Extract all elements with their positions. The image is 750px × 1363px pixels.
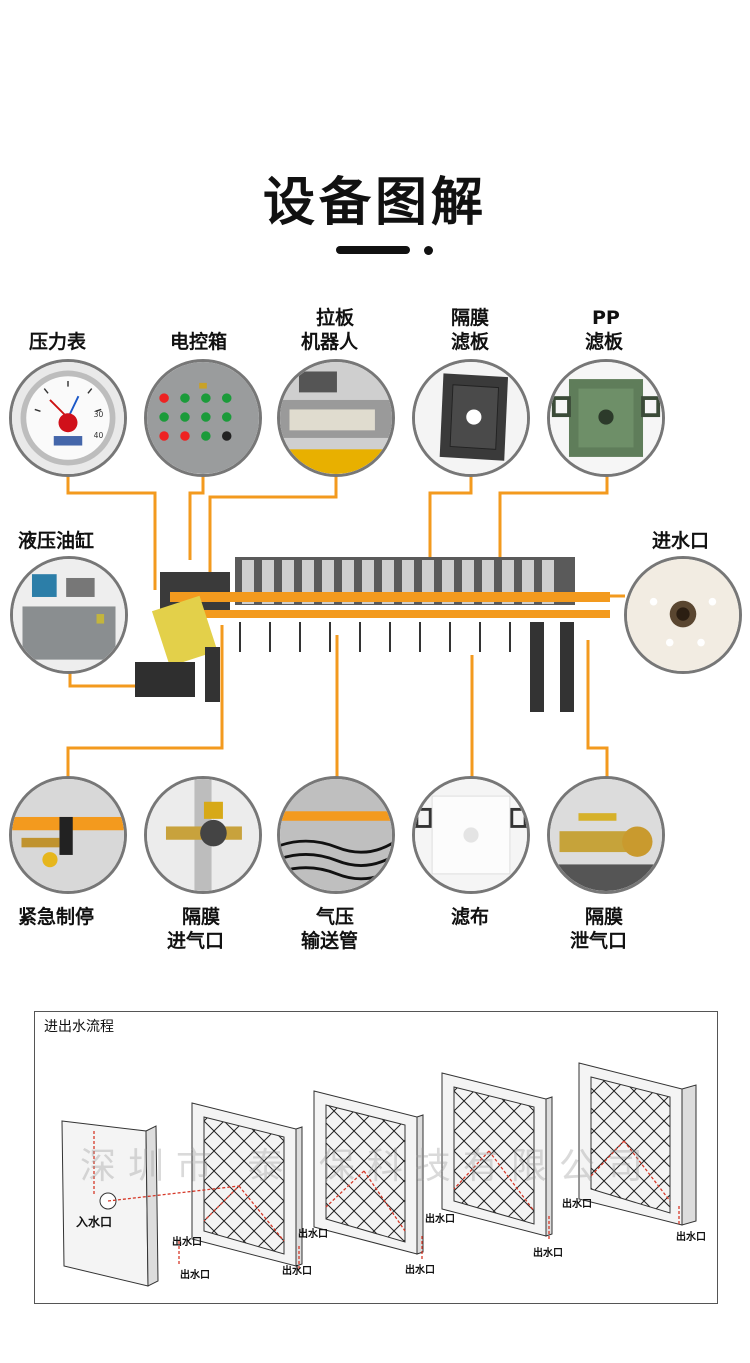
membrane-plate-photo <box>412 359 530 477</box>
label-air-pipe-line1: 气压 <box>316 906 355 928</box>
robot-photo <box>277 359 395 477</box>
label-air-pipe-line2: 输送管 <box>301 930 359 952</box>
leader-lines <box>66 474 625 778</box>
label-water-inlet: 进水口 <box>652 530 710 552</box>
flow-outlet-label-4: 出水口 <box>282 1266 312 1277</box>
label-robot-line1: 拉板 <box>316 307 355 329</box>
label-air-inlet-line2: 进气口 <box>167 930 225 952</box>
label-air-inlet-line1: 隔膜 <box>182 906 221 928</box>
flow-outlet-label-5: 出水口 <box>425 1214 455 1225</box>
label-filter-cloth: 滤布 <box>451 906 490 928</box>
label-hydraulic: 液压油缸 <box>18 530 95 552</box>
flow-outlet-label-7: 出水口 <box>562 1199 592 1210</box>
label-emergency-stop: 紧急制停 <box>18 906 95 928</box>
label-membrane-plate-line1: 隔膜 <box>451 307 490 329</box>
air-pipe-photo <box>277 776 395 894</box>
flow-diagram-title: 进出水流程 <box>44 1019 114 1035</box>
filter-cloth-photo <box>412 776 530 894</box>
membrane-air-outlet-photo <box>547 776 665 894</box>
svg-text:30: 30 <box>94 410 104 419</box>
emergency-stop-photo <box>9 776 127 894</box>
membrane-air-inlet-photo <box>144 776 262 894</box>
label-pp-plate-line2: 滤板 <box>585 331 624 353</box>
watermark: 深圳市 泰 保科技有限公司 <box>80 1146 655 1187</box>
flow-outlet-label-9: 出水口 <box>676 1232 706 1243</box>
label-membrane-plate-line2: 滤板 <box>451 331 490 353</box>
label-robot-line2: 机器人 <box>301 331 359 353</box>
flow-outlet-label-1: 出水口 <box>172 1237 202 1248</box>
label-control-box: 电控箱 <box>170 331 228 353</box>
control-box-photo <box>144 359 262 477</box>
hydraulic-photo <box>10 556 128 674</box>
filter-press-machine <box>135 557 610 712</box>
title-underline <box>336 246 410 254</box>
flow-outlet-label-3: 出水口 <box>298 1229 328 1240</box>
flow-outlet-label-2: 出水口 <box>180 1270 210 1281</box>
label-pressure-gauge: 压力表 <box>29 331 87 353</box>
flow-diagram-frame <box>34 1011 718 1304</box>
page-title: 设备图解 <box>262 173 487 233</box>
flow-inlet-label: 入水口 <box>76 1215 113 1229</box>
water-inlet-photo <box>624 556 742 674</box>
flow-diagram <box>61 1062 697 1287</box>
pp-plate-photo <box>547 359 665 477</box>
flow-outlet-label-8: 出水口 <box>533 1248 563 1259</box>
title-dot <box>424 246 433 255</box>
flow-outlet-label-6: 出水口 <box>405 1265 435 1276</box>
label-air-outlet-line1: 隔膜 <box>585 906 624 928</box>
label-pp-plate-line1: PP <box>592 307 620 329</box>
pressure-gauge-photo: 30 40 <box>9 359 127 477</box>
label-air-outlet-line2: 泄气口 <box>570 930 628 952</box>
svg-text:40: 40 <box>94 431 104 440</box>
